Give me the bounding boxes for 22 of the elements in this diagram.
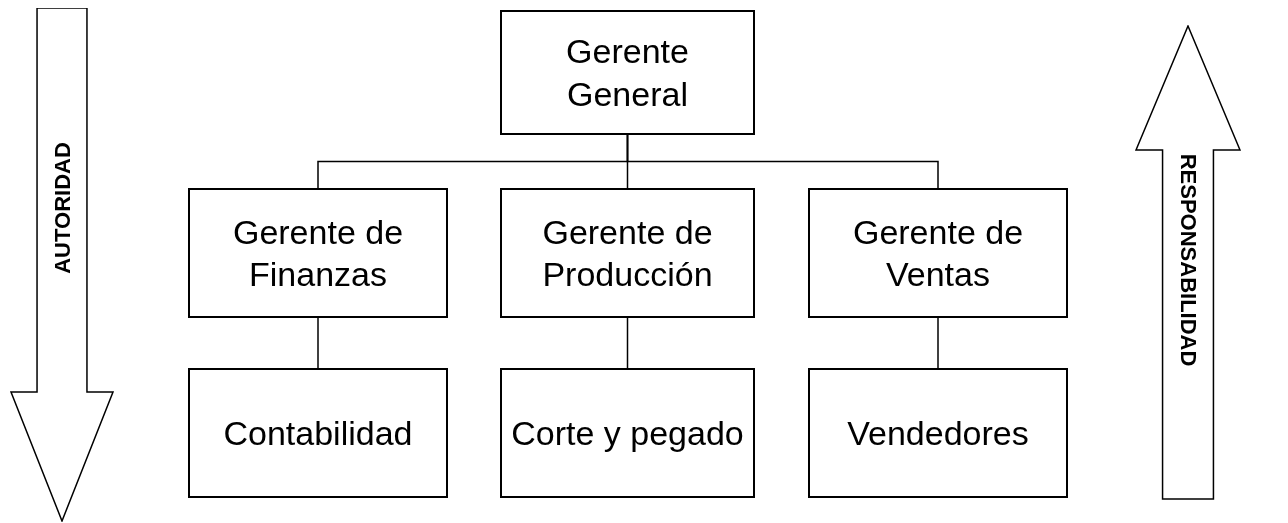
arrow-label: AUTORIDAD	[48, 142, 76, 274]
up-block-arrow	[1135, 25, 1241, 500]
box-label: Gerente General	[565, 31, 690, 115]
org-box	[500, 188, 755, 318]
box-label: Vendedores	[847, 412, 1029, 454]
connector-line	[626, 317, 629, 369]
org-box	[188, 188, 448, 318]
box-label: Gerente de Producción	[541, 211, 714, 295]
connector-line	[937, 317, 939, 369]
connector-line	[626, 134, 939, 189]
org-box	[808, 188, 1068, 318]
org-box	[500, 10, 755, 135]
box-label: Contabilidad	[223, 412, 413, 454]
box-label: Gerente de Ventas	[851, 211, 1025, 295]
connector-line	[317, 317, 319, 369]
arrow-label: RESPONSABILIDAD	[1174, 153, 1202, 367]
org-box	[808, 368, 1068, 498]
org-box	[500, 368, 755, 498]
down-block-arrow	[10, 8, 114, 522]
box-label: Gerente de Finanzas	[231, 211, 405, 295]
box-label: Corte y pegado	[511, 412, 744, 454]
org-box	[188, 368, 448, 498]
